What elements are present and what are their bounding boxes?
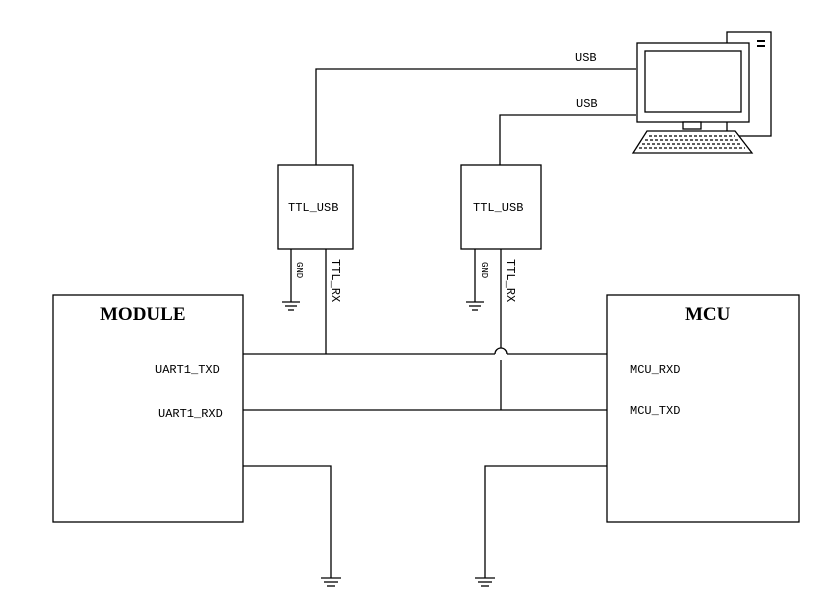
uart-lines [243, 347, 607, 411]
mcu-title: MCU [685, 304, 731, 325]
mcu-rxd-label: MCU_RXD [630, 363, 680, 377]
adapter-1-label: TTL_USB [288, 201, 338, 215]
uart1-rxd-label: UART1_RXD [158, 407, 223, 421]
adapter-1-rx-label: TTL_RX [328, 259, 342, 302]
mcu-txd-label: MCU_TXD [630, 404, 680, 418]
adapter-2-rx-label: TTL_RX [503, 259, 517, 302]
uart1-txd-label: UART1_TXD [155, 363, 220, 377]
usb-label-1: USB [575, 51, 597, 65]
ground-wires [243, 465, 607, 587]
module-block: MODULE UART1_TXD UART1_RXD [52, 294, 244, 523]
mcu-block: MCU MCU_RXD MCU_TXD [606, 294, 800, 523]
ttl-usb-adapter-1: TTL_USB [277, 164, 354, 250]
adapter-1-gnd-label: GND [294, 262, 304, 278]
adapter-1-pins: GND TTL_RX [282, 249, 342, 354]
computer-icon [631, 31, 772, 154]
ttl-usb-adapter-2: TTL_USB [460, 164, 542, 250]
module-title: MODULE [100, 304, 186, 325]
adapter-2-gnd-label: GND [479, 262, 489, 278]
usb-label-2: USB [576, 97, 598, 111]
adapter-2-label: TTL_USB [473, 201, 523, 215]
usb-wires: USB USB [315, 51, 636, 165]
adapter-2-pins: GND TTL_RX [466, 249, 517, 410]
